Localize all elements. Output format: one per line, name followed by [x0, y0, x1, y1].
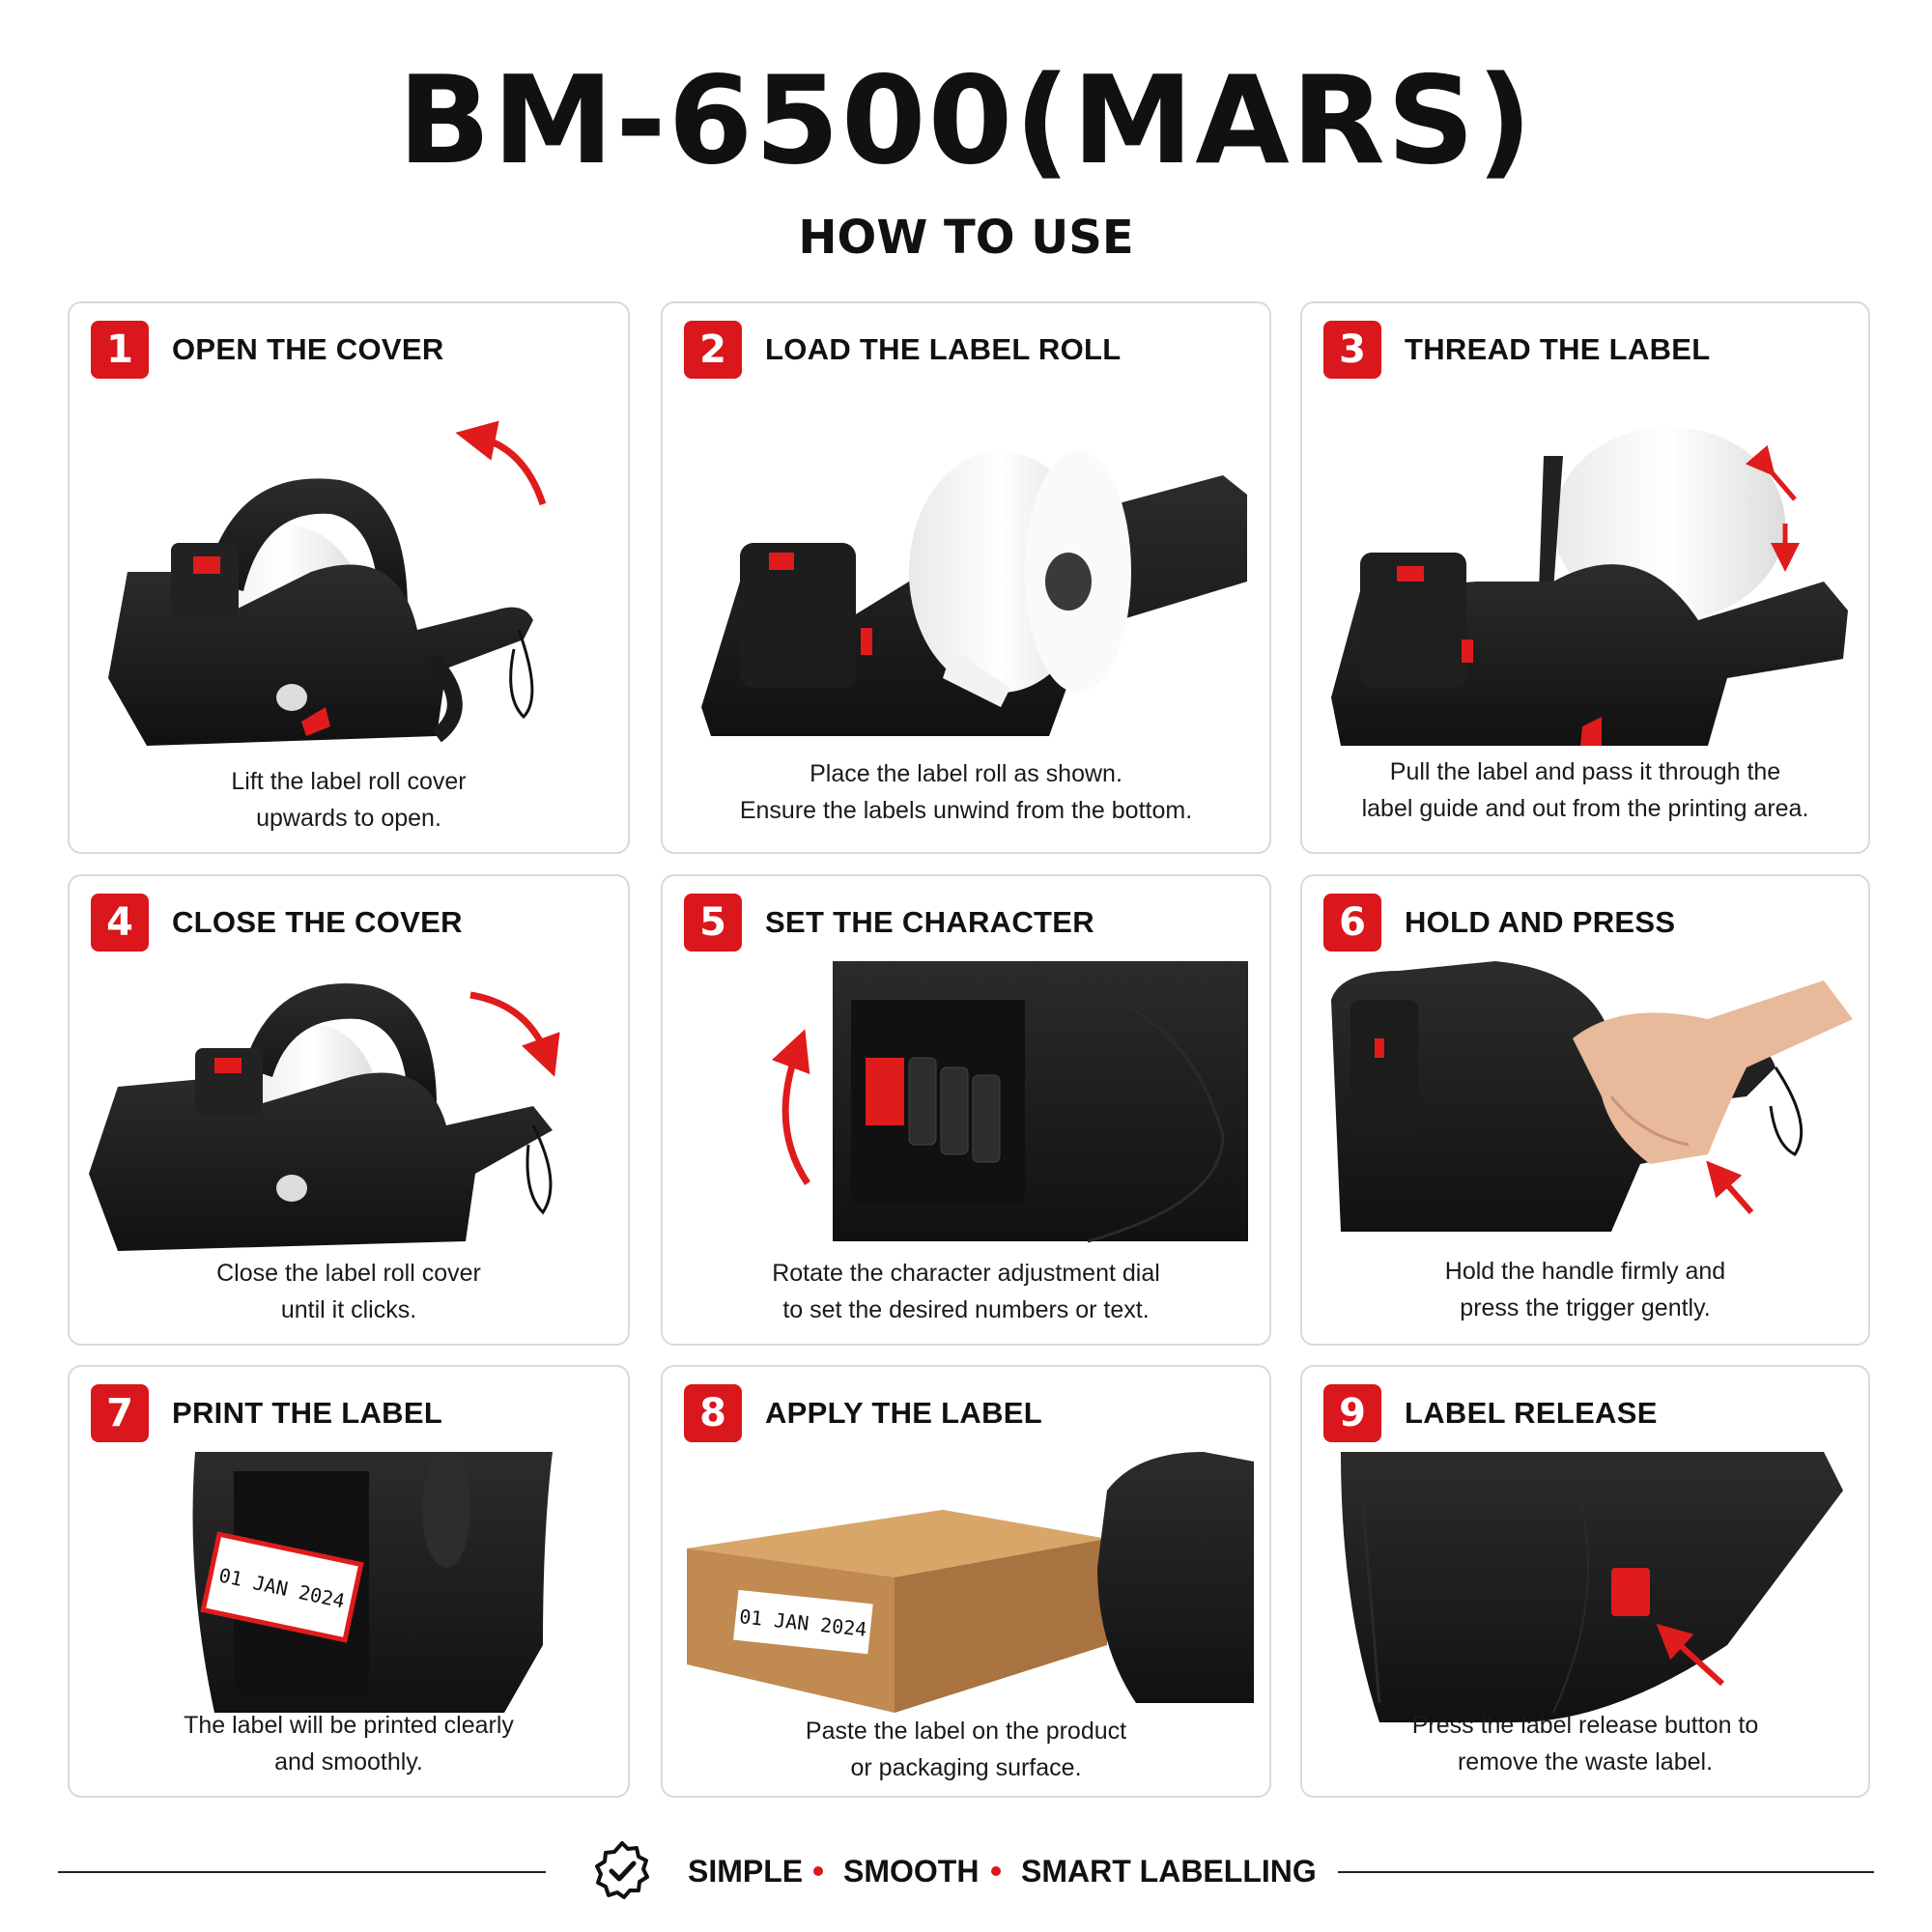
step-card-7: 7 PRINT THE LABEL 01 JAN 2024 The label … — [68, 1365, 630, 1798]
labeler-thread-label-illustration — [1331, 427, 1848, 746]
footer-divider-left — [58, 1871, 546, 1873]
footer-word-smart-labelling: SMART LABELLING — [1021, 1854, 1317, 1889]
label-release-button-illustration — [1341, 1452, 1843, 1722]
step-card-3: 3 THREAD THE LABEL Pull the label and pa… — [1300, 301, 1870, 854]
step-card-4: 4 CLOSE THE COVER Close the label roll c… — [68, 874, 630, 1346]
step-number-badge: 2 — [684, 321, 742, 379]
step-number-badge: 8 — [684, 1384, 742, 1442]
apply-label-to-box-illustration: 01 JAN 2024 — [687, 1452, 1254, 1713]
step-title: SET THE CHARACTER — [765, 905, 1094, 939]
step-description: Rotate the character adjustment dial to … — [772, 1260, 1160, 1323]
step-description: Lift the label roll cover upwards to ope… — [231, 768, 467, 832]
step-title: OPEN THE COVER — [172, 332, 444, 366]
step-card-9: 9 LABEL RELEASE Press the label release … — [1300, 1365, 1870, 1798]
footer-word-simple: SIMPLE — [688, 1854, 804, 1889]
page-title: BM-6500(MARS) — [397, 49, 1535, 191]
step-description: Paste the label on the product or packag… — [805, 1718, 1127, 1781]
step-description: Hold the handle firmly and press the tri… — [1444, 1258, 1726, 1321]
step-title: HOLD AND PRESS — [1405, 905, 1676, 939]
page-subtitle: HOW TO USE — [798, 211, 1134, 265]
step-title: CLOSE THE COVER — [172, 905, 463, 939]
step-description: Place the label roll as shown. Ensure th… — [739, 760, 1193, 824]
step-card-6: 6 HOLD AND PRESS Hold the handle firmly … — [1300, 874, 1870, 1346]
step-card-1: 1 OPEN THE COVER Lift the label roll cov… — [68, 301, 630, 854]
step-number-badge: 4 — [91, 894, 149, 952]
step-description: Press the label release button to remove… — [1411, 1712, 1759, 1776]
step-number-badge: 5 — [684, 894, 742, 952]
labeler-open-cover-illustration — [108, 420, 547, 746]
step-description: Close the label roll cover until it clic… — [216, 1260, 481, 1323]
printed-label-illustration: 01 JAN 2024 — [192, 1452, 553, 1713]
step-card-5: 5 SET THE CHARACTER Rotate the character… — [661, 874, 1271, 1346]
step-card-8: 8 APPLY THE LABEL 01 JAN 2024 Paste the … — [661, 1365, 1271, 1798]
step-description: The label will be printed clearly and sm… — [184, 1712, 514, 1776]
step-title: APPLY THE LABEL — [765, 1396, 1042, 1430]
step-number-badge: 7 — [91, 1384, 149, 1442]
footer-word-smooth: SMOOTH — [843, 1854, 980, 1889]
step-title: THREAD THE LABEL — [1405, 332, 1711, 366]
labeler-close-cover-illustration — [89, 983, 560, 1251]
step-card-2: 2 LOAD THE LABEL ROLL Place the label ro… — [661, 301, 1271, 854]
footer-divider-right — [1338, 1871, 1874, 1873]
check-badge-icon — [595, 1841, 649, 1899]
step-title: PRINT THE LABEL — [172, 1396, 443, 1430]
footer-separator-dot — [991, 1866, 1001, 1876]
character-dial-illustration — [771, 961, 1248, 1243]
step-number-badge: 1 — [91, 321, 149, 379]
footer-separator-dot — [813, 1866, 823, 1876]
labeler-load-roll-illustration — [701, 451, 1247, 736]
step-number-badge: 3 — [1323, 321, 1381, 379]
step-number-badge: 9 — [1323, 1384, 1381, 1442]
step-description: Pull the label and pass it through the l… — [1361, 758, 1809, 822]
hand-holding-labeler-illustration — [1331, 961, 1853, 1232]
step-title: LABEL RELEASE — [1405, 1396, 1658, 1430]
step-title: LOAD THE LABEL ROLL — [765, 332, 1122, 366]
step-number-badge: 6 — [1323, 894, 1381, 952]
